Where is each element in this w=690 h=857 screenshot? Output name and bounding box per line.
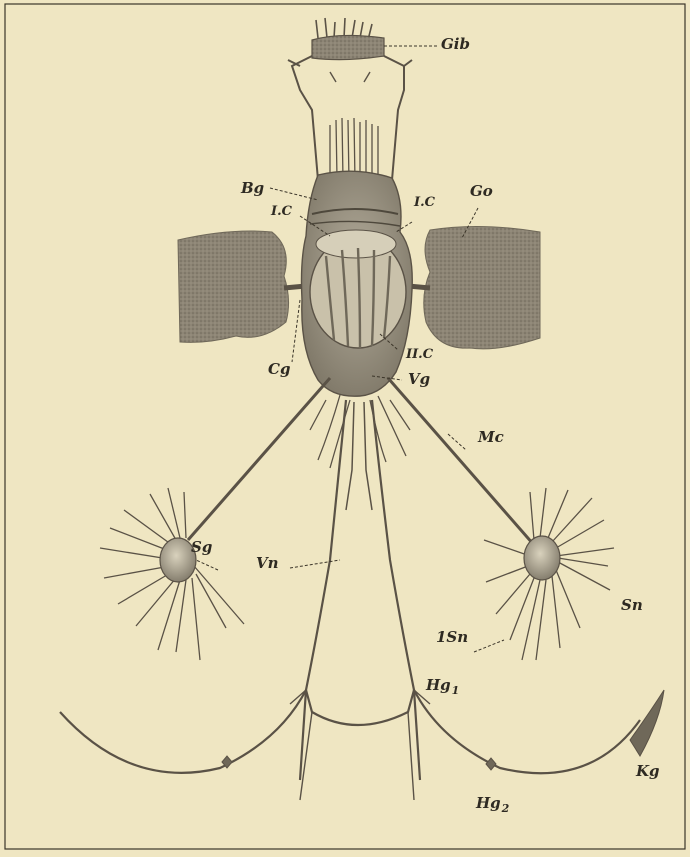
label-go: Go (470, 184, 493, 199)
label-vn: Vn (256, 556, 279, 571)
ring-ganglion-right (486, 758, 496, 770)
ring-nerve (60, 690, 640, 800)
label-cg: Cg (268, 362, 290, 377)
ventral-nerves (300, 400, 420, 780)
label-hg2-subscript: 2 (502, 802, 510, 815)
label-iic: II.C (406, 348, 433, 361)
label-gib: Gib (441, 37, 470, 52)
nerve-mc-left (188, 378, 330, 540)
gonad-right (424, 226, 540, 348)
oesophageal-connectives (288, 56, 412, 180)
sn-ganglion (524, 536, 560, 580)
label-ic-left: I.C (271, 205, 292, 218)
label-bg: Bg (241, 181, 264, 196)
label-hg1: Hg1 (426, 678, 459, 693)
label-hg1-subscript: 1 (452, 684, 460, 697)
gonad-left (178, 231, 289, 342)
plate-border (5, 4, 685, 849)
nerve-mc-right (388, 378, 534, 545)
label-sn: Sn (621, 598, 643, 613)
label-ic-right: I.C (414, 196, 435, 209)
vg-branches (310, 395, 410, 468)
label-1sn: 1Sn (436, 630, 468, 645)
label-sg: Sg (191, 540, 212, 555)
central-ganglion-top (316, 230, 396, 258)
label-hg2: Hg2 (476, 796, 509, 811)
label-vg: Vg (408, 372, 430, 387)
label-kg: Kg (636, 764, 660, 779)
kg-ganglion (630, 690, 664, 756)
gib-body (312, 35, 384, 59)
label-mc: Mc (478, 430, 504, 445)
